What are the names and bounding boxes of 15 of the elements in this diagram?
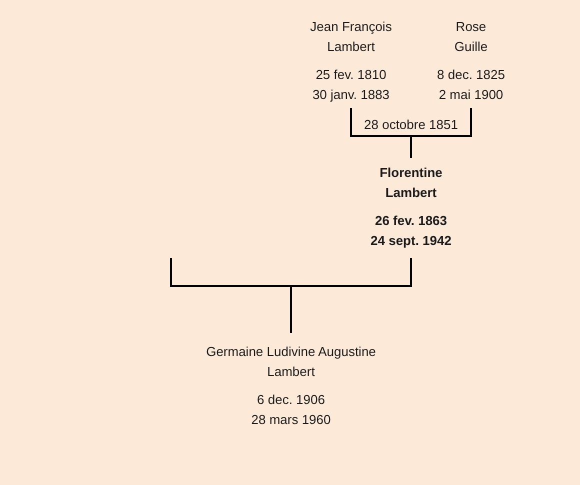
birth-date: 26 fev. 1863 (374, 212, 448, 230)
birth-date: 8 dec. 1825 (437, 66, 505, 84)
death-date: 28 mars 1960 (251, 411, 331, 429)
person-name: Germaine Ludivine Augustine Lambert (205, 343, 377, 381)
connector-line (170, 258, 292, 333)
death-date: 24 sept. 1942 (370, 232, 452, 250)
connector-line (410, 108, 472, 158)
death-date: 30 janv. 1883 (312, 86, 390, 104)
person-name: Rose Guille (453, 18, 489, 56)
marriage-date: 28 octobre 1851 (364, 116, 458, 134)
death-date: 2 mai 1900 (438, 86, 504, 104)
person-name: Jean François Lambert (309, 18, 393, 56)
person-name: Florentine Lambert (378, 164, 444, 202)
birth-date: 25 fev. 1810 (316, 66, 386, 84)
birth-date: 6 dec. 1906 (257, 391, 325, 409)
